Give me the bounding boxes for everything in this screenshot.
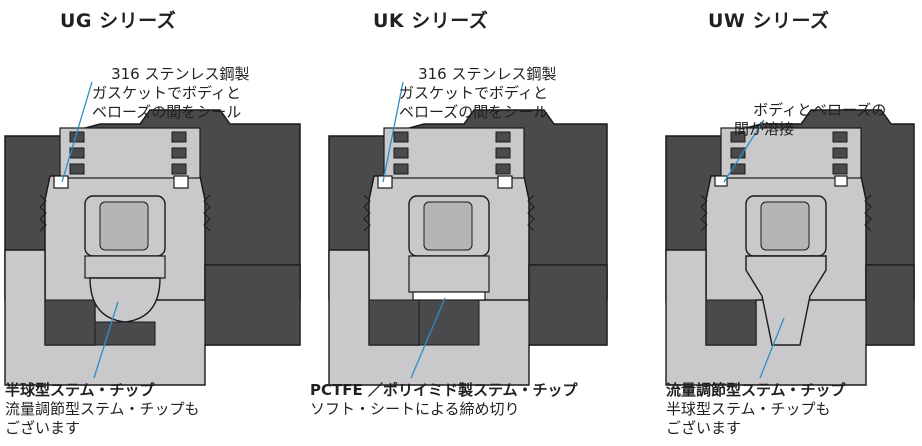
caption-line: ございます — [5, 419, 81, 437]
leader-lines — [61, 81, 119, 379]
valve-cross-section-ug — [4, 81, 301, 386]
callout-gasket: 316 ステンレス鋼製 ガスケットでボディと ベローズの間をシール — [92, 46, 249, 141]
valve-body — [4, 109, 301, 386]
callout-line: 間が溶接 — [734, 120, 795, 138]
caption-stem-tip: PCTFE ／ポリイミド製ステム・チップ ソフト・シートによる締め切り — [310, 381, 578, 419]
caption-title: PCTFE ／ポリイミド製ステム・チップ — [310, 381, 578, 399]
panel-ug: UG シリーズ — [0, 0, 307, 446]
callout-line: 316 ステンレス鋼製 — [418, 65, 557, 83]
caption-line: 流量調節型ステム・チップも — [5, 400, 200, 418]
caption-line: ございます — [666, 419, 742, 437]
callout-line: ベローズの間をシール — [399, 103, 549, 121]
caption-line: 半球型ステム・チップも — [666, 400, 831, 418]
panel-title: UW シリーズ — [708, 10, 830, 32]
leader-lines — [723, 119, 785, 379]
callout-line: 316 ステンレス鋼製 — [111, 65, 250, 83]
caption-line: ソフト・シートによる締め切り — [310, 400, 520, 418]
callout-weld: ボディとベローズの 間が溶接 — [734, 82, 886, 158]
callout-line: ガスケットでボディと — [92, 84, 241, 102]
valve-cross-section-uk — [328, 81, 608, 386]
caption-stem-tip: 流量調節型ステム・チップ 半球型ステム・チップも ございます — [666, 381, 846, 438]
valve-cross-section-uw — [665, 109, 915, 386]
callout-line: ガスケットでボディと — [399, 84, 548, 102]
panel-uw: UW シリーズ — [614, 0, 921, 446]
valve-body — [665, 109, 915, 386]
panel-uk: UK シリーズ — [307, 0, 614, 446]
caption-stem-tip: 半球型ステム・チップ 流量調節型ステム・チップも ございます — [5, 381, 200, 438]
callout-line: ボディとベローズの — [753, 101, 887, 119]
panel-title: UG シリーズ — [60, 10, 177, 32]
callout-gasket: 316 ステンレス鋼製 ガスケットでボディと ベローズの間をシール — [399, 46, 556, 141]
valve-body — [328, 109, 608, 386]
caption-title: 半球型ステム・チップ — [5, 381, 155, 399]
caption-title: 流量調節型ステム・チップ — [666, 381, 846, 399]
callout-line: ベローズの間をシール — [92, 103, 242, 121]
panel-title: UK シリーズ — [373, 10, 489, 32]
leader-lines — [382, 81, 446, 379]
